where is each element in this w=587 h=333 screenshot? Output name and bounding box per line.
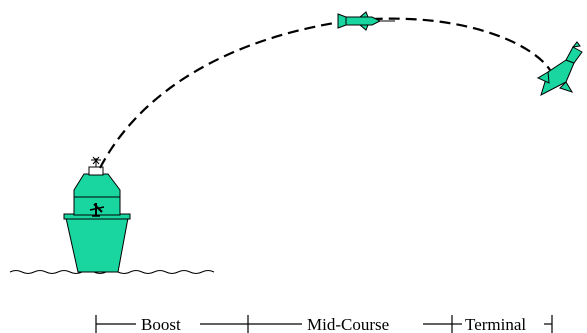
trajectory-path	[99, 17, 551, 169]
phase-timeline	[95, 315, 553, 333]
vessel-hull	[65, 217, 129, 273]
midcourse-missile-icon	[337, 11, 395, 31]
terminal-missile-icon	[536, 41, 583, 96]
launch-vessel-icon	[63, 156, 131, 273]
phase-label-boost: Boost	[141, 315, 181, 333]
phase-label-midcourse: Mid-Course	[307, 315, 389, 333]
vessel-top	[73, 173, 121, 198]
phase-label-terminal: Terminal	[465, 315, 526, 333]
